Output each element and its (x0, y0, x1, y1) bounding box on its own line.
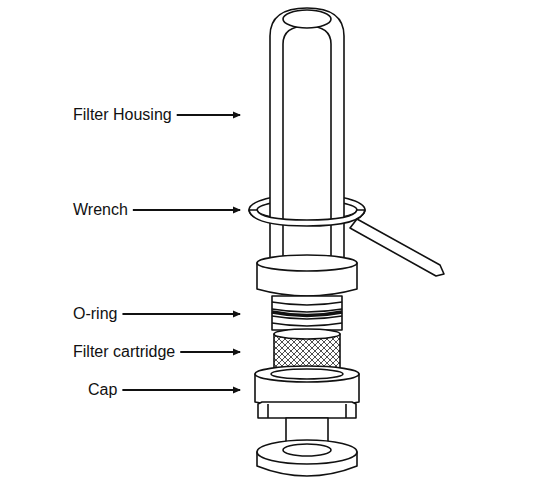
leader-arrow (177, 114, 240, 116)
o-ring-threads (272, 296, 342, 330)
leader-arrow (122, 313, 240, 315)
wrench-front (249, 210, 444, 276)
part-label: Cap (87, 382, 118, 398)
part-label: Filter cartridge (72, 344, 176, 360)
part-label: Wrench (72, 202, 129, 218)
leader-arrow (180, 351, 240, 353)
part-label: Filter Housing (72, 107, 173, 123)
cap (255, 366, 359, 476)
housing-collar (257, 255, 357, 296)
leader-arrow (133, 209, 240, 211)
leader-arrow (122, 389, 240, 391)
part-label: O-ring (72, 306, 118, 322)
